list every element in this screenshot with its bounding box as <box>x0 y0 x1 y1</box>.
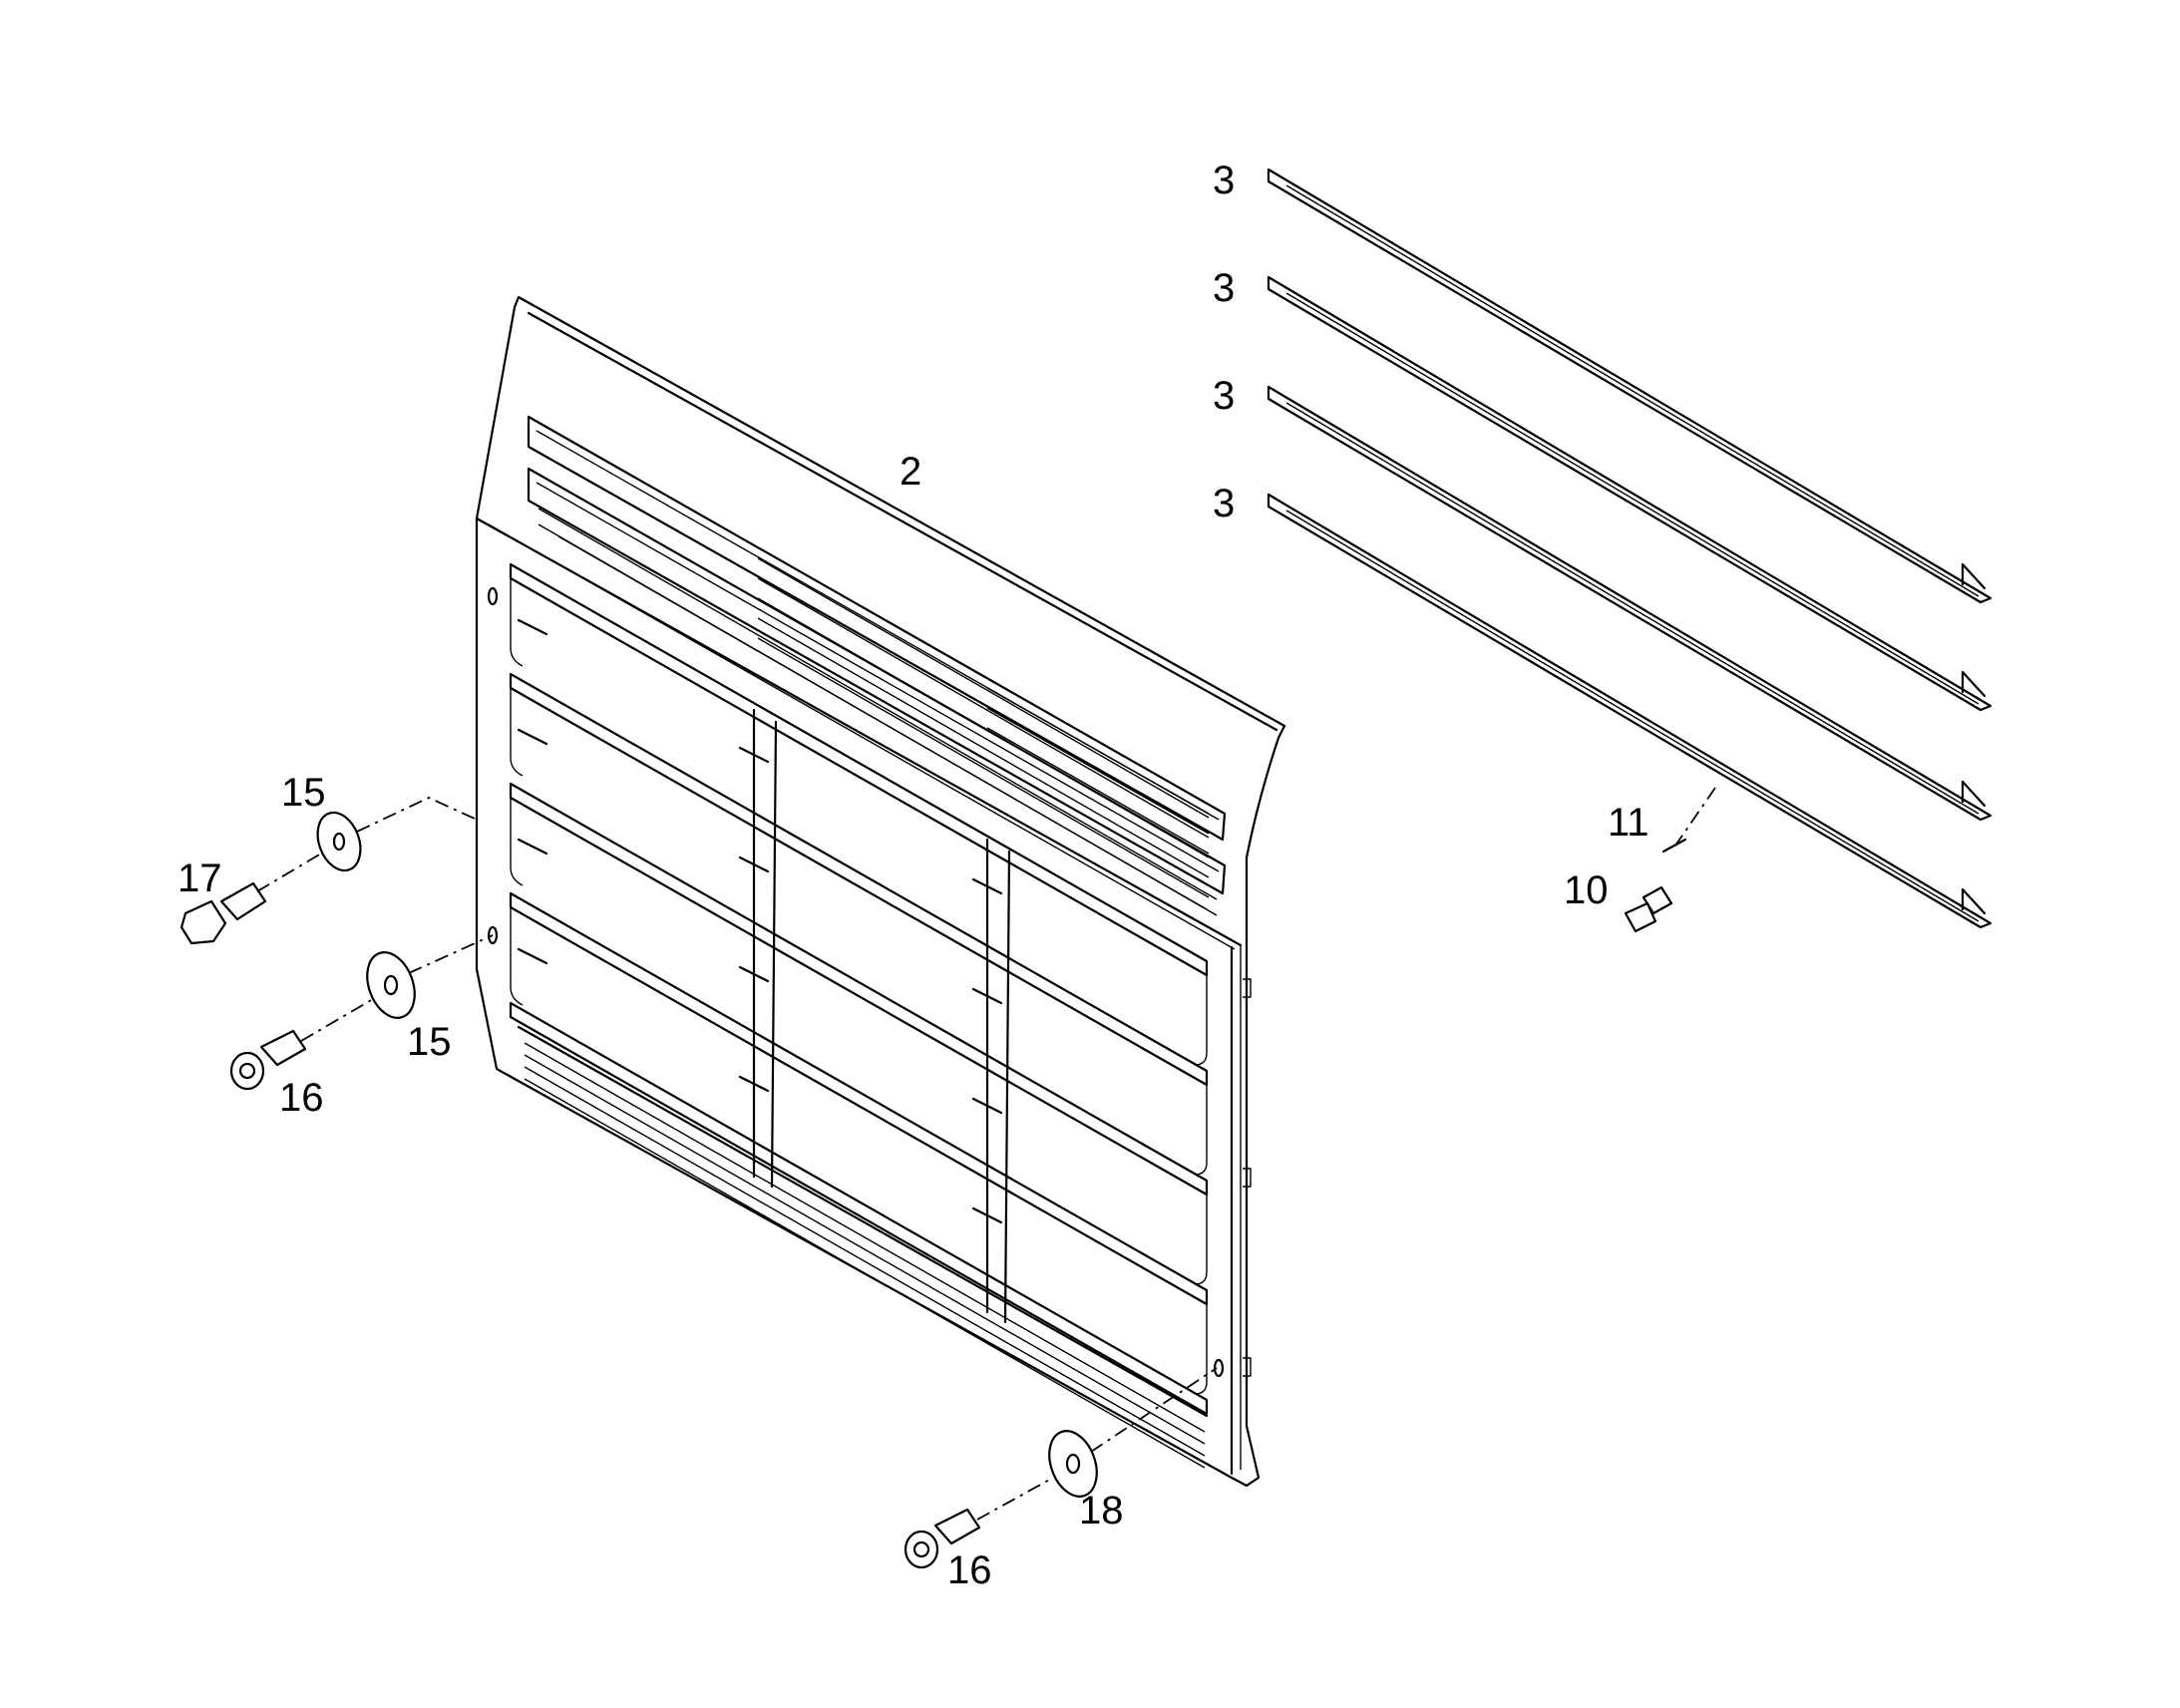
washer <box>1048 1430 1098 1498</box>
mount-hole-right <box>1213 1358 1225 1378</box>
slat <box>1267 385 1993 822</box>
leader-line <box>976 1477 1054 1521</box>
callout-11: 11 <box>1608 801 1649 845</box>
washer <box>316 811 362 872</box>
slat <box>1267 275 1993 712</box>
callout-3: 3 <box>1213 266 1235 310</box>
pin <box>1661 838 1687 854</box>
mount-hole-top-left <box>487 586 499 606</box>
leader-line <box>1090 1367 1218 1453</box>
slats <box>1267 168 1993 929</box>
upper-louvres <box>527 415 1227 916</box>
mount-hole-left <box>487 925 499 945</box>
grille-clips <box>517 618 1003 1224</box>
callout-16: 16 <box>947 1548 992 1592</box>
leader-line <box>256 853 322 892</box>
side-tab <box>1243 1357 1252 1377</box>
callout-3: 3 <box>1213 159 1235 202</box>
leader-line <box>300 998 374 1042</box>
side-tab <box>1243 978 1252 998</box>
leader-line <box>356 797 478 833</box>
washer <box>366 951 416 1019</box>
grille-panel <box>475 295 1286 1488</box>
leader-line <box>1674 787 1716 847</box>
callouts: 2 3 3 3 3 11 10 15 17 15 16 18 16 <box>178 159 1649 1592</box>
hex-bolt <box>180 881 267 945</box>
callout-17: 17 <box>178 856 222 900</box>
callout-15: 15 <box>281 771 326 815</box>
socket-bolt <box>904 1508 981 1569</box>
socket-bolt <box>229 1029 307 1091</box>
callout-18: 18 <box>1079 1489 1124 1533</box>
callout-3: 3 <box>1213 374 1235 418</box>
grille-bars <box>509 562 1209 1416</box>
callout-15: 15 <box>407 1020 452 1064</box>
leader-line <box>408 934 494 974</box>
slat <box>1267 168 1993 604</box>
callout-2: 2 <box>900 450 921 494</box>
callout-3: 3 <box>1213 482 1235 525</box>
lower-louvres <box>517 1025 1209 1469</box>
callout-10: 10 <box>1564 868 1609 912</box>
slat <box>1267 493 1993 929</box>
grille-supports <box>752 708 1011 1324</box>
side-tab <box>1243 1168 1252 1188</box>
callout-16: 16 <box>279 1076 324 1120</box>
bolt-small <box>1624 885 1673 933</box>
